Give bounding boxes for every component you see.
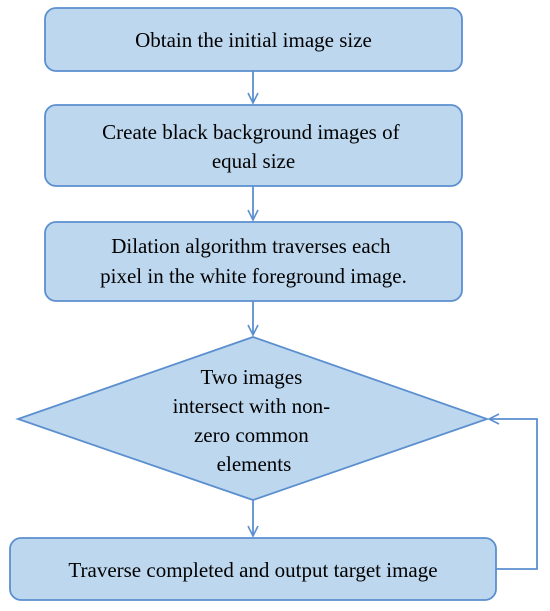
final-step-text: Traverse completed and output target ima… xyxy=(68,558,437,582)
step-1-text: Obtain the initial image size xyxy=(135,28,372,52)
loop-back-arrow xyxy=(489,419,538,570)
step-box-1: Obtain the initial image size xyxy=(44,7,463,72)
decision-diamond: Two images intersect with non- zero comm… xyxy=(15,336,490,501)
step-box-2: Create black background images of equal … xyxy=(44,104,463,187)
step-box-3: Dilation algorithm traverses each pixel … xyxy=(44,221,463,302)
step-2-text: Create black background images of equal … xyxy=(102,120,405,173)
final-step-box: Traverse completed and output target ima… xyxy=(9,537,497,601)
step-3-text: Dilation algorithm traverses each pixel … xyxy=(100,234,407,288)
decision-text: Two images intersect with non- zero comm… xyxy=(173,365,336,476)
